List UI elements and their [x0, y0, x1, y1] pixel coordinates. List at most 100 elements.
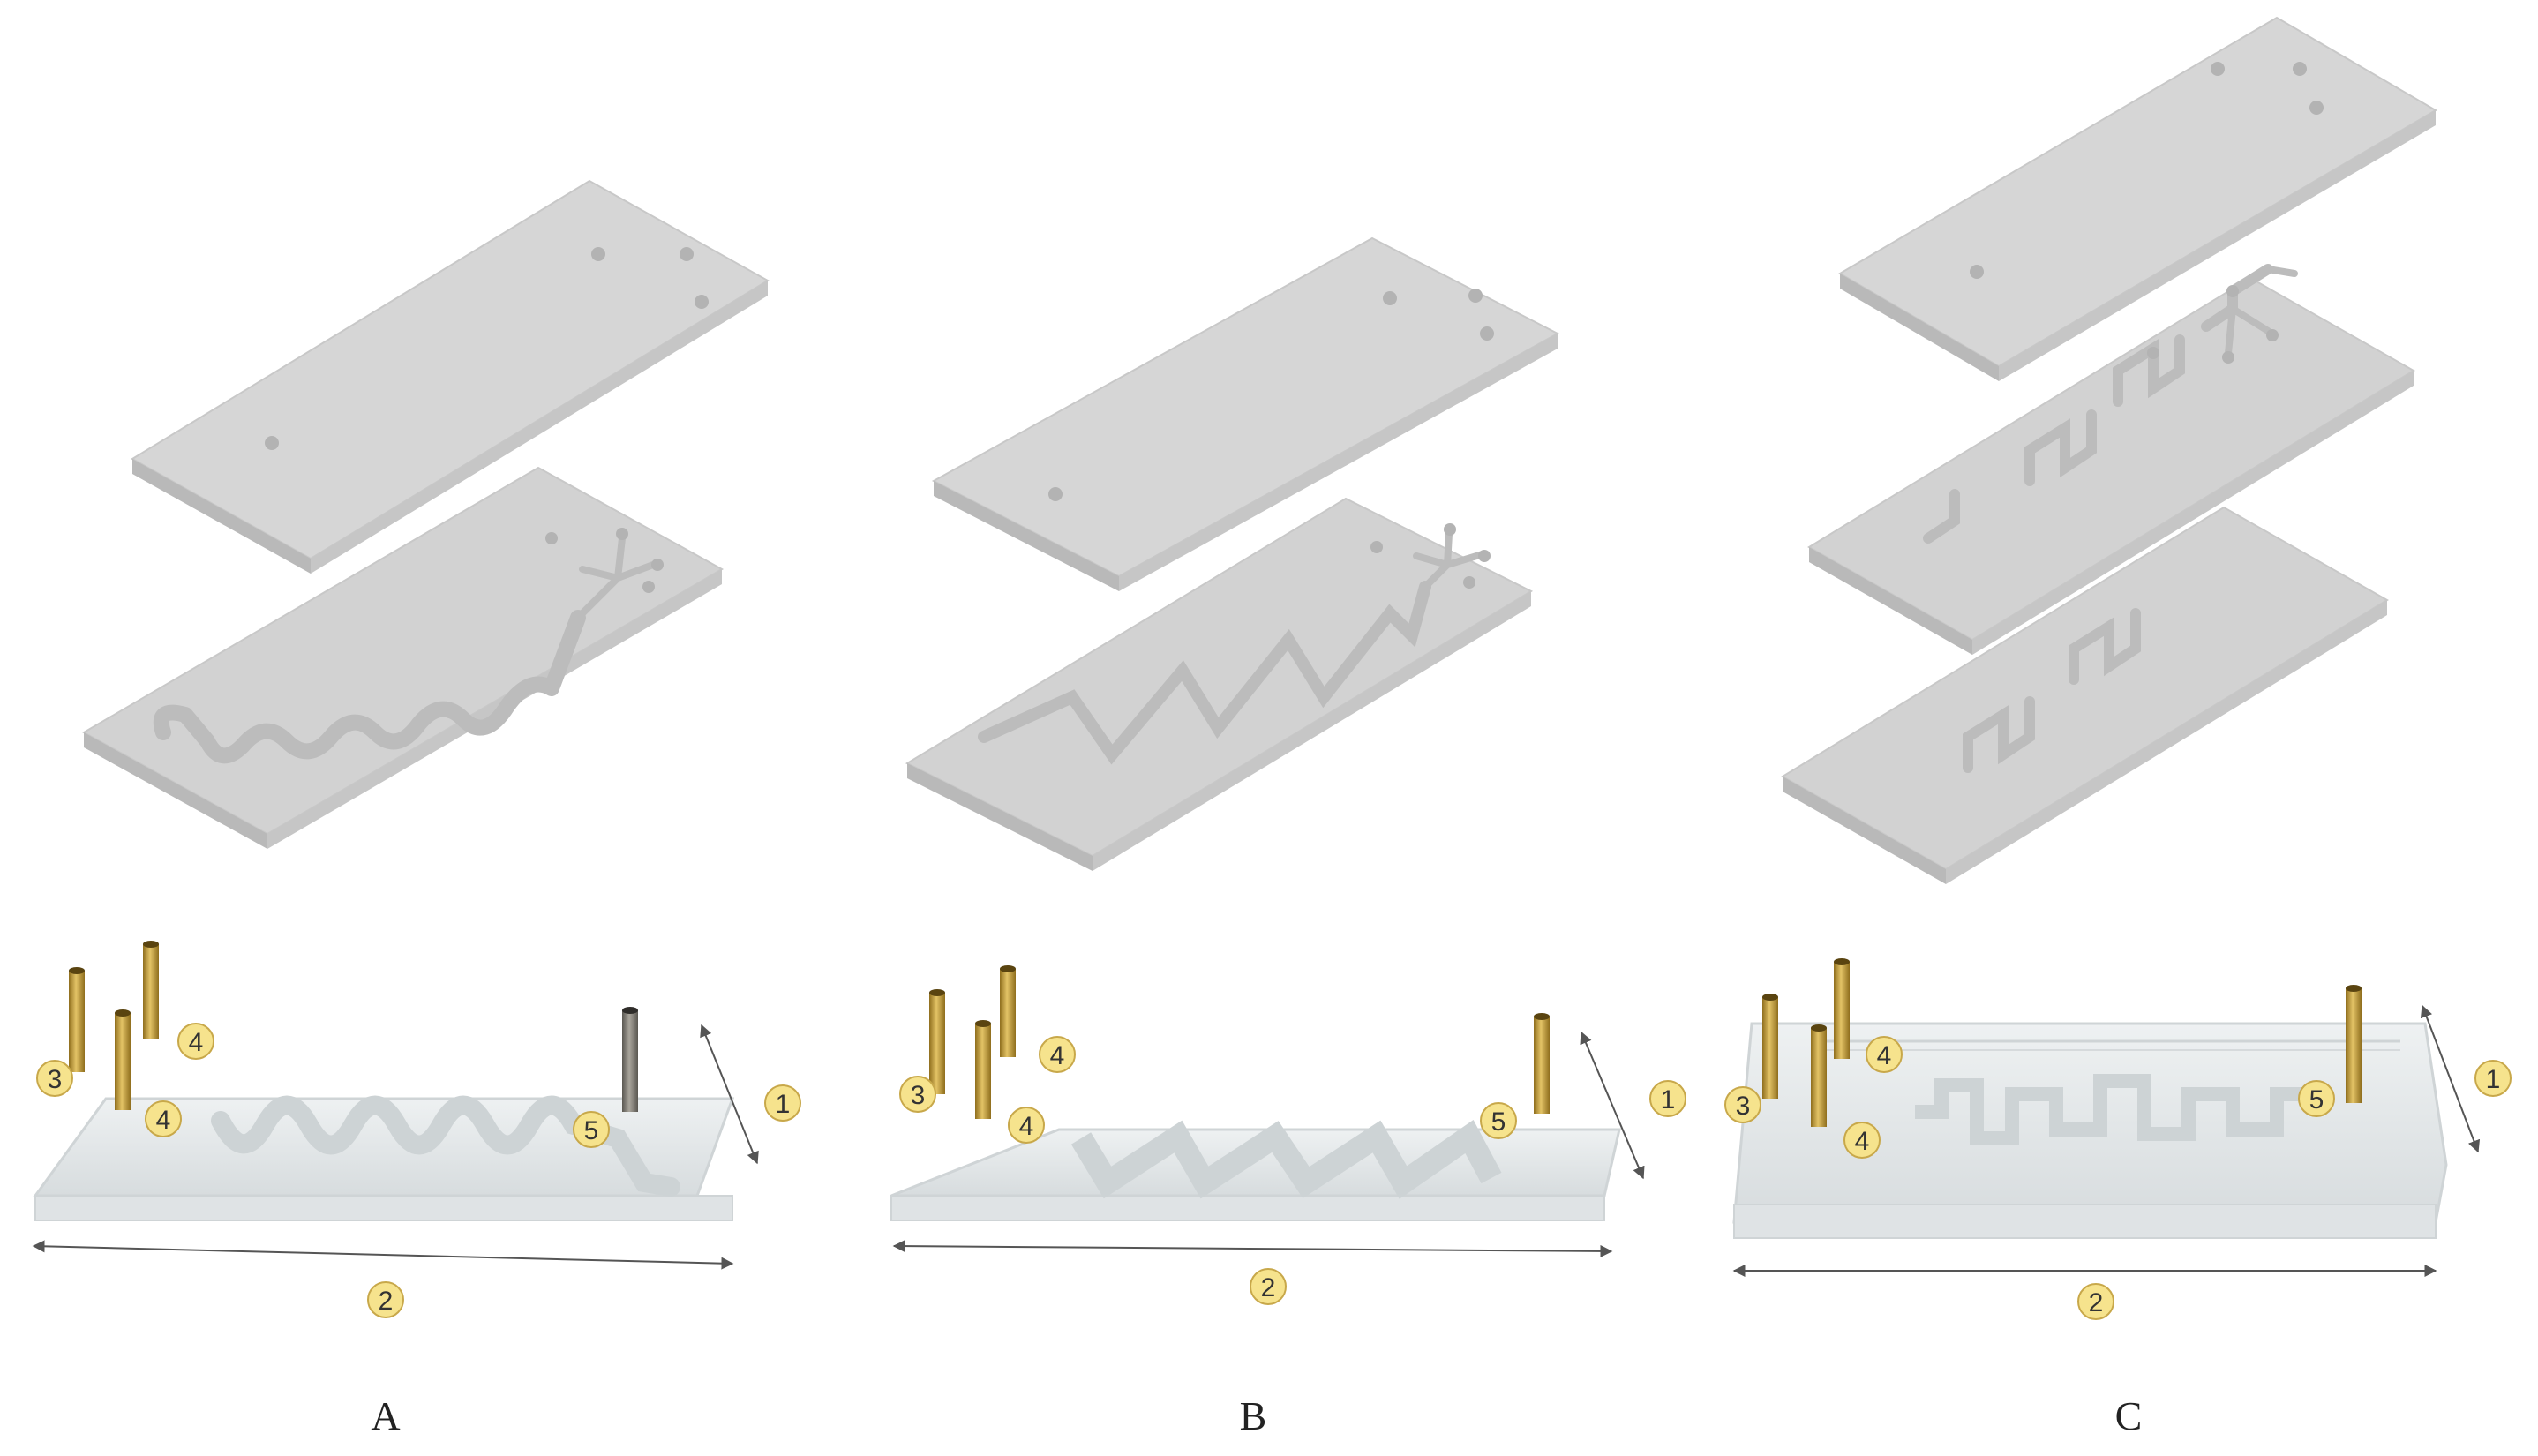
zigzag-channel-photo	[1070, 1119, 1502, 1199]
fitting-icon	[115, 1009, 131, 1110]
marker-icon: 1	[1649, 1080, 1686, 1117]
marker-icon: 5	[2298, 1080, 2335, 1117]
length-dimension-arrow	[32, 1240, 734, 1270]
marker-icon: 4	[1039, 1036, 1076, 1073]
width-dimension-arrow	[2420, 1004, 2481, 1153]
marker-icon: 4	[1008, 1107, 1045, 1144]
svg-text:5: 5	[2309, 1085, 2324, 1115]
port-hole-icon	[2147, 347, 2159, 359]
port-hole-icon	[2211, 62, 2225, 76]
fitting-icon	[69, 967, 85, 1072]
marker-icon: 1	[2474, 1060, 2512, 1097]
svg-text:2: 2	[2089, 1288, 2104, 1317]
port-hole-icon	[2293, 62, 2307, 76]
port-hole-icon	[1463, 576, 1475, 589]
width-dimension-arrow	[700, 1024, 759, 1165]
svg-text:2: 2	[1261, 1273, 1276, 1302]
port-hole-icon	[1478, 550, 1491, 562]
svg-text:3: 3	[1736, 1092, 1751, 1121]
fitting-icon	[143, 941, 159, 1039]
svg-text:3: 3	[911, 1081, 926, 1110]
fitting-icon	[1762, 994, 1778, 1099]
zigzag-channel	[978, 581, 1431, 765]
fitting-icon	[929, 989, 945, 1094]
port-hole-icon	[695, 295, 709, 309]
marker-icon: 4	[145, 1100, 182, 1137]
square-wave-channel	[1923, 264, 2273, 544]
fitting-icon	[1811, 1024, 1827, 1127]
cad-channel-plate-b	[905, 497, 1534, 871]
cad-bottom-plate-c	[1781, 506, 2389, 884]
port-hole-icon	[680, 247, 694, 261]
port-hole-icon	[265, 436, 279, 450]
port-hole-icon	[2222, 351, 2234, 364]
svg-text:3: 3	[48, 1065, 63, 1094]
marker-icon: 5	[573, 1111, 610, 1148]
serpentine-channel-photo	[211, 1095, 680, 1197]
svg-text:4: 4	[1050, 1041, 1065, 1070]
port-hole-icon	[1970, 265, 1984, 279]
fitting-icon	[1534, 1013, 1550, 1114]
length-dimension-arrow	[892, 1240, 1613, 1257]
svg-text:2: 2	[379, 1287, 394, 1316]
cad-lid-plate-b	[931, 236, 1560, 591]
fitting-steel-icon	[622, 1007, 638, 1112]
panel-a: 1 2 3 4 4 5 A	[32, 179, 801, 1438]
svg-text:4: 4	[156, 1106, 171, 1135]
port-hole-icon	[1480, 326, 1494, 341]
marker-icon: 1	[764, 1084, 801, 1122]
square-wave-channel-lower	[1963, 608, 2141, 773]
cad-channel-plate-c	[1807, 264, 2415, 655]
device-photo-a	[33, 941, 735, 1221]
port-hole-icon	[2266, 329, 2279, 341]
port-hole-icon	[1383, 291, 1397, 305]
port-hole-icon	[651, 559, 664, 571]
marker-icon: 4	[1866, 1036, 1903, 1073]
marker-icon: 2	[1250, 1268, 1287, 1305]
marker-icon: 3	[899, 1076, 936, 1113]
panel-b: 1 2 3 4 4 5 B	[890, 236, 1686, 1438]
marker-icon: 2	[367, 1281, 404, 1318]
cad-lid-plate-a	[131, 179, 770, 574]
serpentine-channel	[153, 610, 586, 764]
fitting-icon	[1834, 958, 1850, 1059]
cad-channel-plate-a	[81, 466, 725, 849]
panel-c: 1 2 3 4 4 5 C	[1724, 16, 2512, 1438]
marker-icon: 5	[1480, 1102, 1517, 1139]
marker-icon: 4	[177, 1023, 214, 1060]
port-hole-icon	[591, 247, 605, 261]
marker-icon: 3	[1724, 1086, 1761, 1123]
port-hole-icon	[1048, 487, 1063, 501]
port-hole-icon	[2309, 101, 2324, 115]
svg-text:1: 1	[776, 1090, 791, 1119]
device-photo-c	[1732, 958, 2448, 1239]
panel-label-b: B	[1240, 1393, 1267, 1438]
marker-icon: 3	[36, 1060, 73, 1097]
panel-label-a: A	[371, 1393, 400, 1438]
svg-text:4: 4	[1877, 1041, 1892, 1070]
port-hole-icon	[2226, 285, 2239, 297]
port-hole-icon	[545, 532, 558, 544]
fitting-icon	[1000, 965, 1016, 1057]
width-dimension-arrow	[1580, 1031, 1645, 1180]
port-hole-icon	[1370, 541, 1383, 553]
port-hole-icon	[642, 581, 655, 593]
marker-icon: 4	[1843, 1122, 1881, 1159]
svg-text:1: 1	[2486, 1065, 2501, 1094]
svg-text:4: 4	[1855, 1127, 1870, 1156]
svg-text:4: 4	[189, 1028, 204, 1057]
fitting-icon	[975, 1020, 991, 1119]
panel-label-c: C	[2115, 1393, 2143, 1438]
port-hole-icon	[1444, 523, 1456, 536]
svg-text:5: 5	[584, 1116, 599, 1145]
fitting-icon	[2346, 985, 2362, 1103]
svg-text:4: 4	[1019, 1112, 1034, 1141]
cad-lid-plate-c	[1838, 16, 2437, 381]
marker-icon: 2	[2077, 1283, 2114, 1320]
port-hole-icon	[1468, 289, 1483, 303]
square-wave-channel-photo	[1915, 1074, 2312, 1145]
svg-text:1: 1	[1661, 1085, 1676, 1115]
port-hole-icon	[616, 528, 628, 540]
svg-text:5: 5	[1491, 1107, 1506, 1137]
